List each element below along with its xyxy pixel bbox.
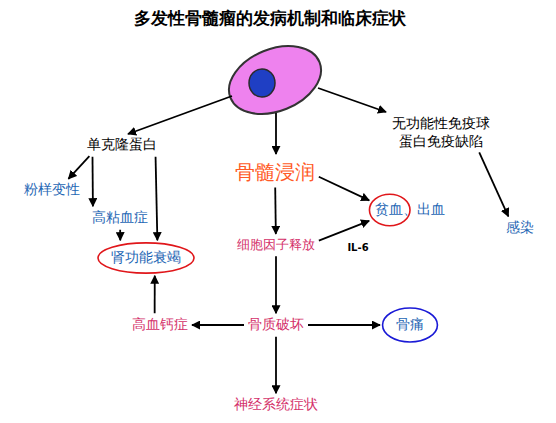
flow-arrow <box>68 156 89 179</box>
connector-layer <box>68 152 508 393</box>
origin-label: 无功能性免疫球 蛋白免疫缺陷 <box>383 114 499 151</box>
leader-arrow <box>318 88 386 112</box>
node-text: 骨痛 <box>396 316 424 334</box>
flow-arrow <box>319 221 369 241</box>
flow-arrow <box>92 157 94 207</box>
node-text: 细胞因子释放 <box>237 237 315 253</box>
mechanism-label: 骨质破坏 <box>246 315 306 335</box>
node-text: 粉样变性 <box>24 181 80 199</box>
flow-arrow <box>192 324 244 326</box>
flow-arrow <box>154 276 156 314</box>
mechanism-label: 骨髓浸润 <box>233 159 317 186</box>
diagram-title: 多发性骨髓瘤的发病机制和临床症状 <box>134 7 406 30</box>
node-text: 高粘血症 <box>92 209 148 227</box>
node-text: 贫血、出血 <box>375 201 445 219</box>
symptom-ellipse: 肾功能衰竭 <box>97 242 195 274</box>
flow-arrow <box>119 230 121 241</box>
node-text: 无功能性免疫球 蛋白免疫缺陷 <box>385 115 497 150</box>
symptom-label: 感染 <box>504 218 536 238</box>
flow-arrow <box>479 152 508 216</box>
symptom-label: 高粘血症 <box>90 208 150 228</box>
mechanism-label: 神经系统症状 <box>232 395 320 415</box>
symptom-label: 贫血、出血 <box>371 197 449 223</box>
cell-body <box>219 33 331 126</box>
flow-arrow <box>275 337 277 394</box>
plasma-cell-illustration <box>219 33 331 126</box>
symptom-ellipse: 骨痛 <box>382 307 438 343</box>
leader-arrow <box>275 113 277 154</box>
node-text: 骨髓浸润 <box>235 160 315 185</box>
node-text: 感染 <box>506 219 534 237</box>
mechanism-label: 高血钙症 <box>130 315 190 335</box>
flow-arrow <box>275 256 277 313</box>
cell-nucleus <box>249 69 275 97</box>
origin-label: 单克隆蛋白 <box>85 135 159 155</box>
symptom-label: 粉样变性 <box>22 180 82 200</box>
node-text: 神经系统症状 <box>234 396 318 414</box>
outline-ellipse <box>383 308 438 342</box>
leader-arrow <box>128 96 232 134</box>
node-text: 单克隆蛋白 <box>87 136 157 154</box>
mechanism-label: 细胞因子释放 <box>235 236 317 254</box>
node-text: 高血钙症 <box>132 316 188 334</box>
node-text: 肾功能衰竭 <box>111 249 181 267</box>
node-text: 骨质破坏 <box>248 316 304 334</box>
flow-arrow <box>308 324 380 326</box>
outline-ellipse <box>98 243 194 273</box>
cell-arrows <box>128 88 386 154</box>
flow-arrow <box>156 157 158 241</box>
flow-arrow <box>274 188 276 234</box>
edge-label: IL-6 <box>347 241 368 252</box>
flow-arrow <box>319 177 369 201</box>
